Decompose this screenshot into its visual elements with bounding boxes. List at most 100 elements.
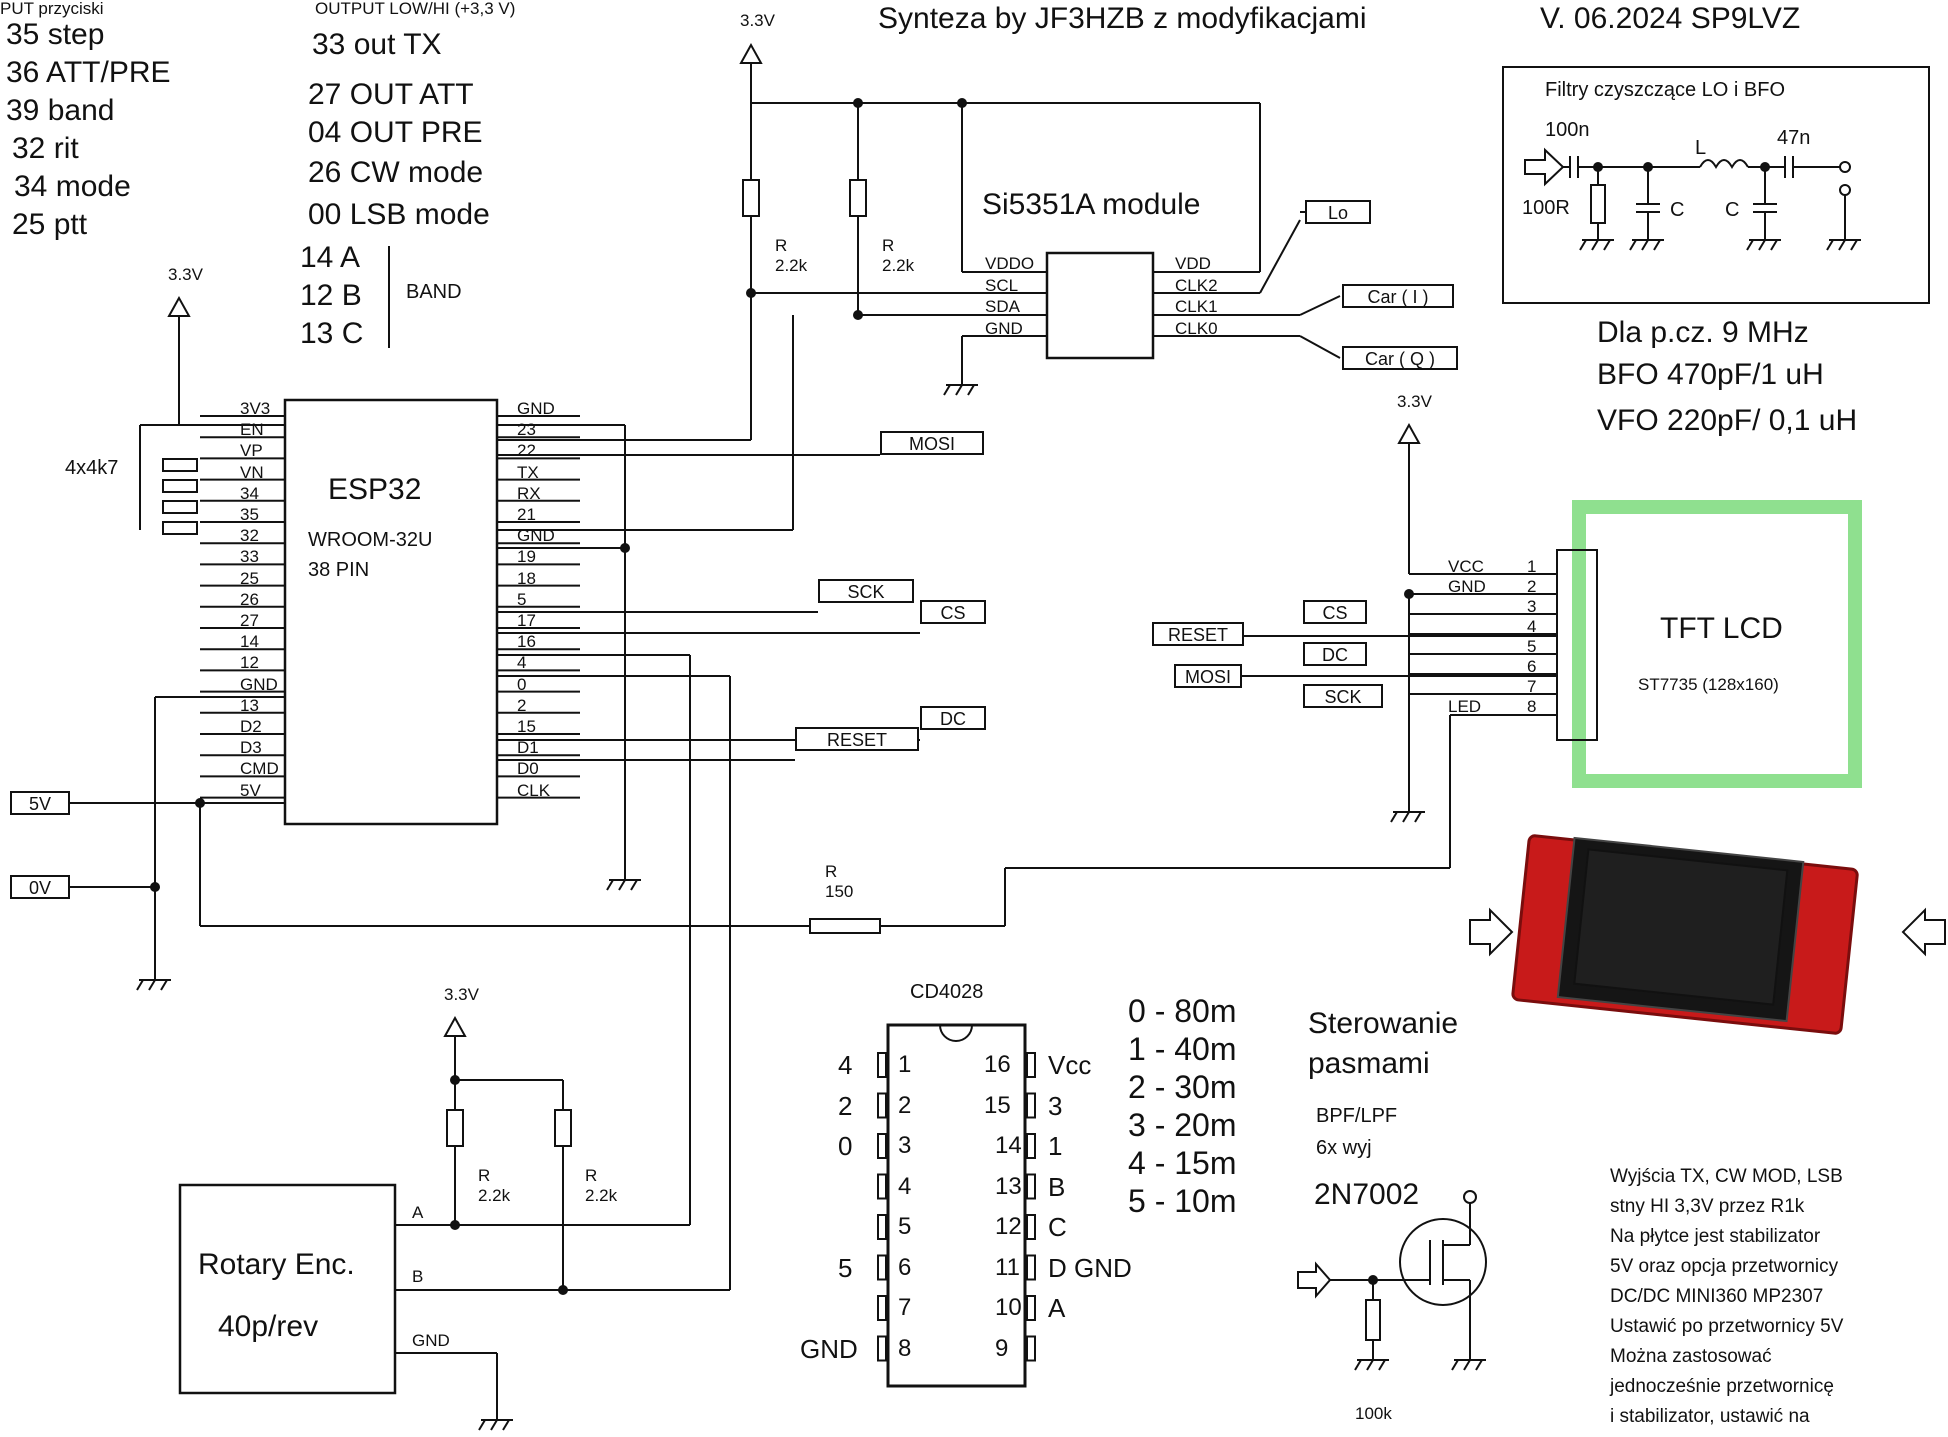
lcd-pin-number: 3 xyxy=(1527,597,1537,616)
net-tag-mosi: MOSI xyxy=(880,431,984,455)
filter-l: L xyxy=(1695,137,1707,159)
net-tag-reset: RESET xyxy=(1152,622,1244,646)
supply-label: 3.3V xyxy=(444,985,479,1004)
input-item: 34 mode xyxy=(14,170,131,203)
cd4028-pin-number: 2 xyxy=(898,1091,912,1119)
filter-title: Filtry czyszczące LO i BFO xyxy=(1545,79,1786,101)
cd4028-pin-number: 11 xyxy=(995,1253,1020,1281)
cd4028-pin-number: 13 xyxy=(995,1172,1022,1200)
lcd-pin-number: 8 xyxy=(1527,697,1537,716)
input-item: 32 rit xyxy=(12,132,79,165)
esp32-pin-label: 12 xyxy=(240,653,259,673)
cd4028-pin-number: 6 xyxy=(898,1253,912,1281)
net-tag-sck: SCK xyxy=(1303,684,1383,708)
net-tag-mosi: MOSI xyxy=(1174,664,1242,688)
esp32-pin-label: EN xyxy=(240,420,264,440)
footnote: Wyjścia TX, CW MOD, LSB stny HI 3,3V prz… xyxy=(1610,1166,1844,1427)
lcd-model: ST7735 (128x160) xyxy=(1638,675,1779,694)
filter-r: 100R xyxy=(1522,197,1570,219)
net-tag-dc: DC xyxy=(1303,642,1367,666)
cd4028-pin-number: 3 xyxy=(898,1132,912,1159)
esp32-pin-label: 27 xyxy=(240,611,259,630)
esp32-pin-label: 35 xyxy=(240,505,259,524)
cd4028-pin-function: 4 xyxy=(838,1050,853,1080)
cd4028-pin-number: 14 xyxy=(995,1132,1022,1159)
esp32-model: WROOM-32U xyxy=(308,529,433,551)
band-bracket xyxy=(388,246,390,348)
esp32-pin-label: 13 xyxy=(240,695,259,715)
filter-note: Dla p.cz. 9 MHz xyxy=(1597,316,1809,349)
net-tag-0v: 0V xyxy=(10,875,70,899)
esp32-pin-label: 23 xyxy=(517,420,536,440)
transistor-label: 2N7002 xyxy=(1314,1178,1420,1211)
esp32-pin-label: TX xyxy=(517,462,539,482)
lcd-connector xyxy=(1556,549,1598,741)
si5351-body xyxy=(1045,251,1155,360)
lcd-pin-label: LED xyxy=(1448,697,1482,716)
filter-c1: 100n xyxy=(1545,119,1590,141)
cd4028-pin-function: 3 xyxy=(1048,1090,1063,1121)
cd4028-pin-function: Vcc xyxy=(1048,1050,1092,1080)
cd4028-pin-number: 15 xyxy=(984,1091,1011,1119)
band-item: 1 - 40m xyxy=(1128,1031,1237,1067)
net-tag-cs: CS xyxy=(920,600,986,624)
encoder-pin: A xyxy=(412,1203,424,1222)
band-item: 3 - 20m xyxy=(1128,1107,1237,1143)
si5351-pin-label: CLK2 xyxy=(1175,275,1218,295)
cd4028-pin-number: 5 xyxy=(898,1213,912,1240)
net-tag-dc: DC xyxy=(920,706,986,730)
esp32-pin-label: 21 xyxy=(517,505,536,524)
lcd-pin-number: 2 xyxy=(1527,577,1537,596)
esp32-pin-label: CLK xyxy=(517,780,551,800)
filter-note: BFO 470pF/1 uH xyxy=(1597,358,1824,391)
cd4028-pin-number: 16 xyxy=(984,1051,1011,1078)
band-pin: 14 A xyxy=(300,241,361,274)
si5351-pin-label: CLK0 xyxy=(1175,318,1218,338)
cd4028-pin-function: 0 xyxy=(838,1131,853,1161)
esp32-pin-label: VN xyxy=(240,462,264,482)
lcd-pin-number: 4 xyxy=(1527,617,1537,636)
si5351-pin-label: GND xyxy=(985,318,1023,338)
net-tag-car-i: Car ( I ) xyxy=(1342,284,1454,308)
esp32-pin-label: 26 xyxy=(240,589,259,609)
filter-c2: 47n xyxy=(1777,127,1811,149)
esp32-pin-label: 5V xyxy=(240,780,261,800)
resistor-label: 100k xyxy=(1355,1404,1392,1423)
lcd-pin-number: 5 xyxy=(1527,637,1537,656)
esp32-title: ESP32 xyxy=(328,473,422,506)
band-control-sub: BPF/LPF 6x wyj xyxy=(1316,1105,1398,1159)
band-item: 4 - 15m xyxy=(1128,1145,1237,1181)
esp32-pin-label: 33 xyxy=(240,547,259,567)
cd4028-pin-function: GND xyxy=(800,1333,858,1364)
lcd-pin-number: 7 xyxy=(1527,677,1537,696)
input-item: 39 band xyxy=(6,94,115,127)
esp32-pin-label: GND xyxy=(517,399,555,418)
cd4028-pin-function: C xyxy=(1048,1212,1067,1242)
output-item: 04 OUT PRE xyxy=(308,116,483,149)
net-tag-5v: 5V xyxy=(10,791,70,815)
esp32-body xyxy=(283,398,499,826)
esp32-pin-label: CMD xyxy=(240,759,279,779)
version-label: V. 06.2024 SP9LVZ xyxy=(1540,2,1801,35)
esp32-pin-label: 14 xyxy=(240,632,259,652)
esp32-pin-label: 22 xyxy=(517,441,536,461)
cd4028-pin-function: B xyxy=(1048,1171,1066,1202)
cd4028-pin-number: 8 xyxy=(898,1334,912,1362)
filter-c: C xyxy=(1725,199,1740,221)
esp32-pin-label: 18 xyxy=(517,568,536,588)
esp32-pin-label: 16 xyxy=(517,632,536,652)
esp32-pin-label: GND xyxy=(517,526,555,546)
lcd-module-picture xyxy=(1297,147,1946,1299)
esp32-pin-label: 32 xyxy=(240,526,259,546)
band-pin: 12 B xyxy=(300,279,362,312)
cd4028-body xyxy=(886,1023,1027,1388)
esp32-pin-label: D1 xyxy=(517,738,539,758)
inputs-heading: PUT przyciski xyxy=(0,0,104,18)
lcd-frame xyxy=(1572,500,1862,788)
lcd-pin-number: 6 xyxy=(1527,657,1537,676)
esp32-pin-label: 15 xyxy=(517,717,536,736)
supply-label: 3.3V xyxy=(168,265,203,284)
esp32-pin-label: VP xyxy=(240,441,263,461)
